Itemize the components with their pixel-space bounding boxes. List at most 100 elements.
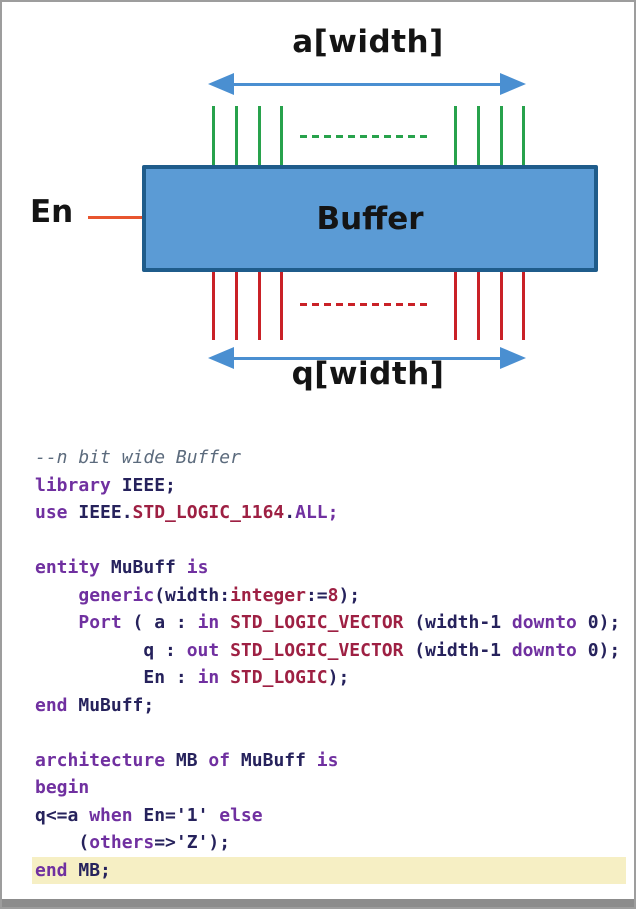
arrowhead-left-icon (208, 347, 234, 369)
input-signal-line (477, 106, 480, 167)
code-line: q<=a when En='1' else (32, 802, 626, 830)
code-line: entity MuBuff is (32, 554, 626, 582)
code-token: STD_LOGIC_1164 (132, 502, 285, 523)
code-line (32, 527, 626, 555)
arrowhead-left-icon (208, 73, 234, 95)
code-line: q : out STD_LOGIC_VECTOR (width-1 downto… (32, 637, 626, 665)
input-signal-line (235, 106, 238, 167)
code-token: architecture (35, 749, 166, 771)
input-ellipsis-dashes (300, 135, 430, 138)
output-signal-line (477, 272, 480, 340)
code-token: of (208, 749, 231, 771)
code-token: MB; (67, 859, 111, 881)
code-token: in (197, 667, 220, 688)
code-token (219, 612, 230, 633)
vhdl-code-listing: --n bit wide Buffer library IEEE;use IEEE… (32, 444, 626, 884)
code-line: use IEEE.STD_LOGIC_1164.ALL; (32, 499, 626, 527)
buffer-block: Buffer (142, 165, 598, 272)
code-token: (width: (154, 584, 231, 606)
input-signal-line (258, 106, 261, 167)
arrowhead-right-icon (500, 73, 526, 95)
code-token: 8 (327, 584, 339, 606)
code-token: MuBuff (100, 557, 187, 578)
code-line: end MuBuff; (32, 692, 626, 720)
code-token: generic (78, 584, 155, 606)
code-token: integer (230, 584, 306, 606)
code-token: out (186, 639, 220, 661)
code-token: is (316, 749, 339, 771)
code-token (35, 612, 78, 633)
code-line (32, 719, 626, 747)
code-token: 0); (576, 612, 621, 633)
output-signal-line (212, 272, 215, 340)
output-signal-line (235, 272, 238, 340)
code-token: En='1' (132, 804, 220, 826)
code-token: MuBuff; (67, 694, 155, 716)
code-token: (width-1 (403, 639, 512, 661)
input-signal-line (212, 106, 215, 167)
output-signal-line (454, 272, 457, 340)
output-bus-label: q[width] (291, 356, 445, 392)
code-token: STD_LOGIC_VECTOR (230, 612, 404, 633)
code-token: MB (165, 749, 209, 771)
code-token: ALL; (295, 502, 339, 523)
code-line: En : in STD_LOGIC); (32, 664, 626, 692)
code-token (35, 585, 78, 606)
code-token (219, 667, 230, 688)
input-signal-line (522, 106, 525, 167)
output-signal-line (522, 272, 525, 340)
input-width-arrow (208, 72, 526, 96)
code-token: when (89, 804, 133, 826)
input-signal-line (454, 106, 457, 167)
code-token: Port (78, 612, 122, 633)
code-token: downto (511, 639, 577, 661)
code-token: STD_LOGIC (230, 667, 328, 688)
code-token: is (186, 557, 209, 578)
code-token: . (284, 502, 296, 523)
output-signal-line (500, 272, 503, 340)
code-token: IEEE. (67, 502, 133, 523)
code-token: in (197, 612, 220, 633)
code-token: := (305, 584, 328, 606)
code-token: MuBuff (230, 749, 317, 771)
code-line: architecture MB of MuBuff is (32, 747, 626, 775)
code-line: end MB; (32, 856, 626, 884)
code-line: Port ( a : in STD_LOGIC_VECTOR (width-1 … (32, 609, 626, 637)
code-token: end (35, 694, 68, 716)
code-token: ( a : (121, 612, 198, 633)
output-signal-line (280, 272, 283, 340)
code-token: use (35, 502, 68, 523)
code-token: --n bit wide Buffer (35, 447, 241, 468)
enable-line (88, 216, 142, 219)
arrow-shaft (234, 82, 500, 86)
code-token: q : (35, 639, 187, 661)
output-width-arrow (208, 346, 526, 370)
code-line: generic(width:integer:=8); (32, 582, 626, 610)
code-token (219, 640, 230, 661)
code-line: --n bit wide Buffer (32, 444, 626, 472)
code-token: others (89, 832, 155, 853)
input-signal-line (280, 106, 283, 167)
code-line: (others=>'Z'); (32, 829, 626, 857)
code-token: (width-1 (403, 612, 512, 633)
input-signal-line (500, 106, 503, 167)
arrowhead-right-icon (500, 347, 526, 369)
code-token: end (35, 859, 68, 881)
enable-label: En (30, 194, 74, 230)
code-token: entity (35, 557, 101, 578)
buffer-block-label: Buffer (316, 200, 424, 237)
code-line: library IEEE; (32, 472, 626, 500)
code-token: else (219, 804, 263, 826)
code-token: =>'Z'); (154, 832, 231, 853)
code-line: begin (32, 774, 626, 802)
code-token: begin (35, 777, 90, 798)
arrow-shaft (234, 356, 500, 360)
output-ellipsis-dashes (300, 303, 430, 306)
code-token: downto (511, 612, 577, 633)
code-token: 0); (576, 639, 621, 661)
code-token: ); (338, 584, 361, 606)
code-token: q<=a (35, 804, 90, 826)
bottom-border-bar (2, 899, 634, 907)
code-token: STD_LOGIC_VECTOR (230, 639, 404, 661)
